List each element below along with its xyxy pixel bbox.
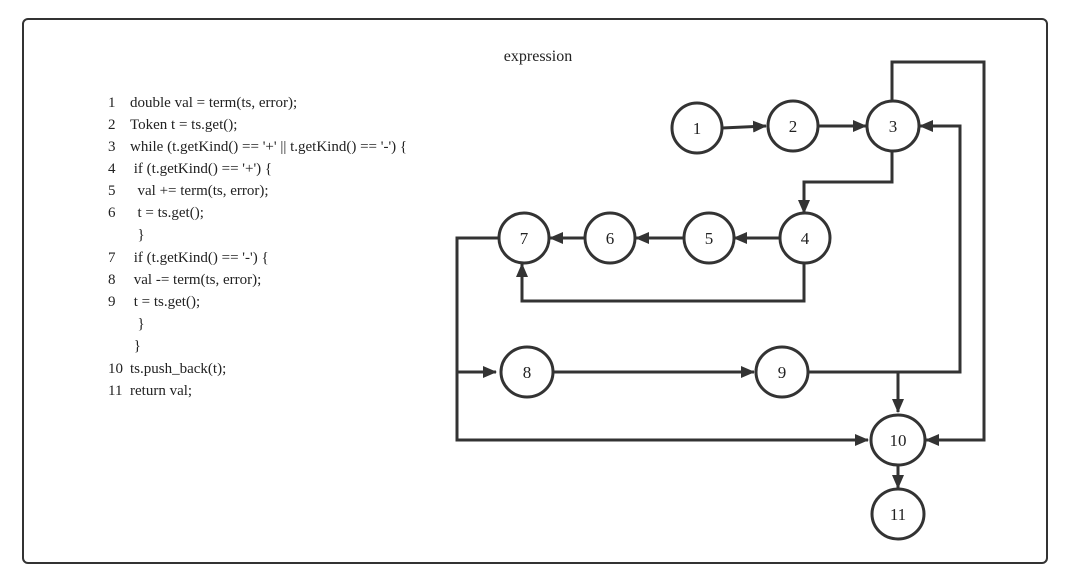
edge-7-10 xyxy=(455,372,869,446)
node-2: 2 xyxy=(766,99,820,153)
svg-text:2: 2 xyxy=(789,117,798,136)
svg-text:8: 8 xyxy=(523,363,532,382)
node-4: 4 xyxy=(778,211,832,265)
code-line: 9 t = ts.get(); xyxy=(108,294,201,310)
code-line: } xyxy=(130,227,145,243)
code-line: 4 if (t.getKind() == '+') { xyxy=(108,161,273,177)
node-3: 3 xyxy=(865,99,921,153)
edge-1-2 xyxy=(721,120,767,133)
svg-text:7: 7 xyxy=(520,229,529,248)
svg-text:5: 5 xyxy=(705,229,714,248)
node-1: 1 xyxy=(670,101,724,155)
edge-9-10 xyxy=(808,370,904,413)
svg-text:1: 1 xyxy=(693,119,702,138)
svg-text:4: 4 xyxy=(801,229,810,248)
svg-text:3: 3 xyxy=(889,117,898,136)
code-line: } xyxy=(130,338,141,354)
svg-text:6: 6 xyxy=(606,229,615,248)
diagram-title: expression xyxy=(503,48,573,65)
code-line: } xyxy=(130,316,145,332)
code-line: 6 t = ts.get(); xyxy=(108,205,204,221)
code-line: 8 val -= term(ts, error); xyxy=(108,272,262,288)
edge-4-7 xyxy=(516,263,806,303)
edge-7-8 xyxy=(455,236,498,378)
svg-text:10: 10 xyxy=(890,431,907,450)
code-line: 7 if (t.getKind() == '-') { xyxy=(108,250,269,266)
node-5: 5 xyxy=(682,211,736,265)
edge-3-10 xyxy=(890,60,986,446)
node-7: 7 xyxy=(497,211,551,265)
node-8: 8 xyxy=(499,345,555,399)
node-10: 10 xyxy=(869,413,927,467)
svg-text:9: 9 xyxy=(778,363,787,382)
node-9: 9 xyxy=(754,345,810,399)
node-11: 11 xyxy=(870,487,926,541)
svg-text:11: 11 xyxy=(890,505,906,524)
diagram-frame xyxy=(22,18,1048,564)
edge-9-3 xyxy=(808,120,962,374)
edge-3-4 xyxy=(798,151,894,214)
code-line: 5 val += term(ts, error); xyxy=(108,183,269,199)
node-6: 6 xyxy=(583,211,637,265)
